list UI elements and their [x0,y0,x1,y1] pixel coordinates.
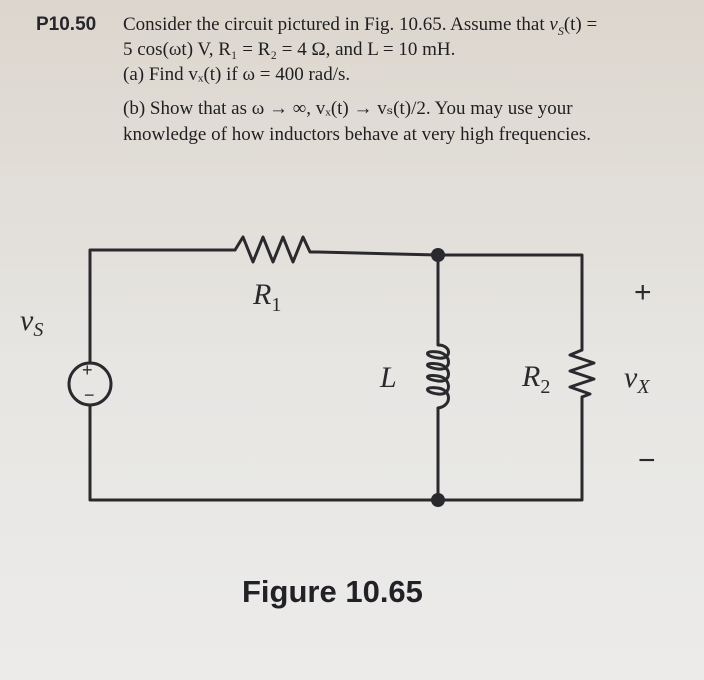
figure-caption: Figure 10.65 [242,574,423,609]
vx-minus-sign: − [638,444,656,477]
source-minus-sign: − [84,385,95,405]
r1-resistor-icon [233,235,318,264]
source-label: vS [20,304,43,341]
wire-bottom-right [436,395,584,502]
problem-line-1-suffix: (t) = [563,14,598,35]
wire-top-right [436,253,584,352]
problem-part-b-line-1: (b) Show that as ω → ∞, vₓ(t) → vₛ(t)/2.… [123,98,573,119]
r1-label: R1 [252,278,281,316]
problem-line-1-var: v [549,14,558,35]
problem-line-2: 5 cos(ωt) V, R₁ = R₂ = 4 Ω, and L = 10 m… [123,39,456,60]
r2-label: R2 [521,360,550,398]
inductor-icon [426,343,450,410]
problem-part-a: (a) Find vₓ(t) if ω = 400 rad/s. [123,64,351,85]
vx-label: vX [624,361,650,398]
inductor-label: L [379,361,397,394]
source-plus-sign: + [82,360,93,380]
r2-resistor-icon [568,348,596,399]
problem-line-1-sub: S [557,23,564,38]
voltage-source-icon [67,361,113,407]
node-bottom [431,493,445,507]
problem-number: P10.50 [36,14,97,35]
problem-line-1: Consider the circuit pictured in Fig. 10… [123,14,597,39]
node-top [431,248,445,262]
problem-line-1-text: Consider the circuit pictured in Fig. 10… [123,14,550,35]
wire-left-bottom [88,403,440,502]
problem-part-b-line-2: knowledge of how inductors behave at ver… [123,124,591,145]
wire-r1-to-node [316,250,440,257]
vx-plus-sign: + [634,276,652,309]
wire-left-top [88,248,237,365]
